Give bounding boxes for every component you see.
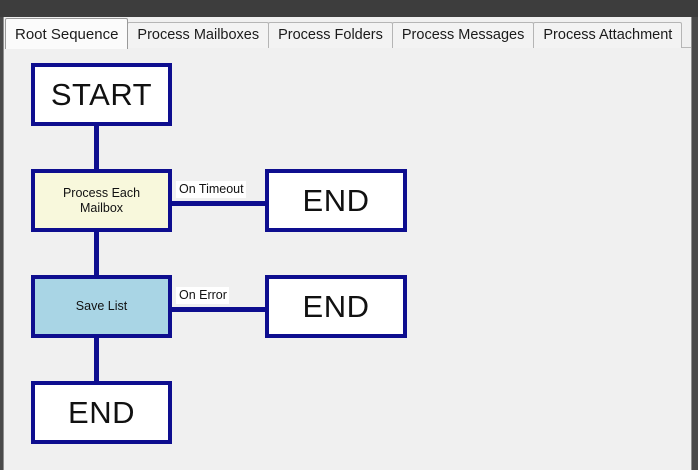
connector-start-to-process xyxy=(94,126,99,176)
tab-process-attachment[interactable]: Process Attachment xyxy=(533,22,683,49)
node-save-list[interactable]: Save List xyxy=(31,275,172,338)
connector-save-to-end xyxy=(94,338,99,390)
node-end-timeout-label: END xyxy=(302,182,370,218)
node-end-final[interactable]: END xyxy=(31,381,172,444)
tab-process-mailboxes[interactable]: Process Mailboxes xyxy=(127,22,270,49)
node-process-label-line2: Mailbox xyxy=(79,200,124,215)
node-end-on-timeout[interactable]: END xyxy=(265,169,407,232)
tab-bar: Root Sequence Process Mailboxes Process … xyxy=(5,17,683,49)
tab-process-messages[interactable]: Process Messages xyxy=(391,22,535,49)
node-process-label-line1: Process Each xyxy=(62,185,141,200)
window-left-border xyxy=(0,17,4,470)
tab-process-folders[interactable]: Process Folders xyxy=(268,22,393,49)
node-end-on-error[interactable]: END xyxy=(265,275,407,338)
node-end-final-label: END xyxy=(68,394,135,430)
connector-save-to-end-error xyxy=(165,307,265,312)
node-process-each-mailbox[interactable]: Process Each Mailbox xyxy=(31,169,172,232)
workflow-canvas[interactable]: START Process Each Mailbox END Save List… xyxy=(5,48,691,470)
edge-label-on-error: On Error xyxy=(176,287,229,304)
window-titlebar-strip xyxy=(0,0,698,17)
window-right-border xyxy=(691,17,698,470)
edge-label-on-timeout: On Timeout xyxy=(176,181,246,198)
node-start-label: START xyxy=(50,76,153,112)
node-save-list-label: Save List xyxy=(75,299,128,313)
node-end-error-label: END xyxy=(302,288,370,324)
tab-root-sequence[interactable]: Root Sequence xyxy=(5,18,129,49)
node-start[interactable]: START xyxy=(31,63,172,126)
connector-process-to-save xyxy=(94,232,99,284)
connector-process-to-end-timeout xyxy=(165,201,265,206)
